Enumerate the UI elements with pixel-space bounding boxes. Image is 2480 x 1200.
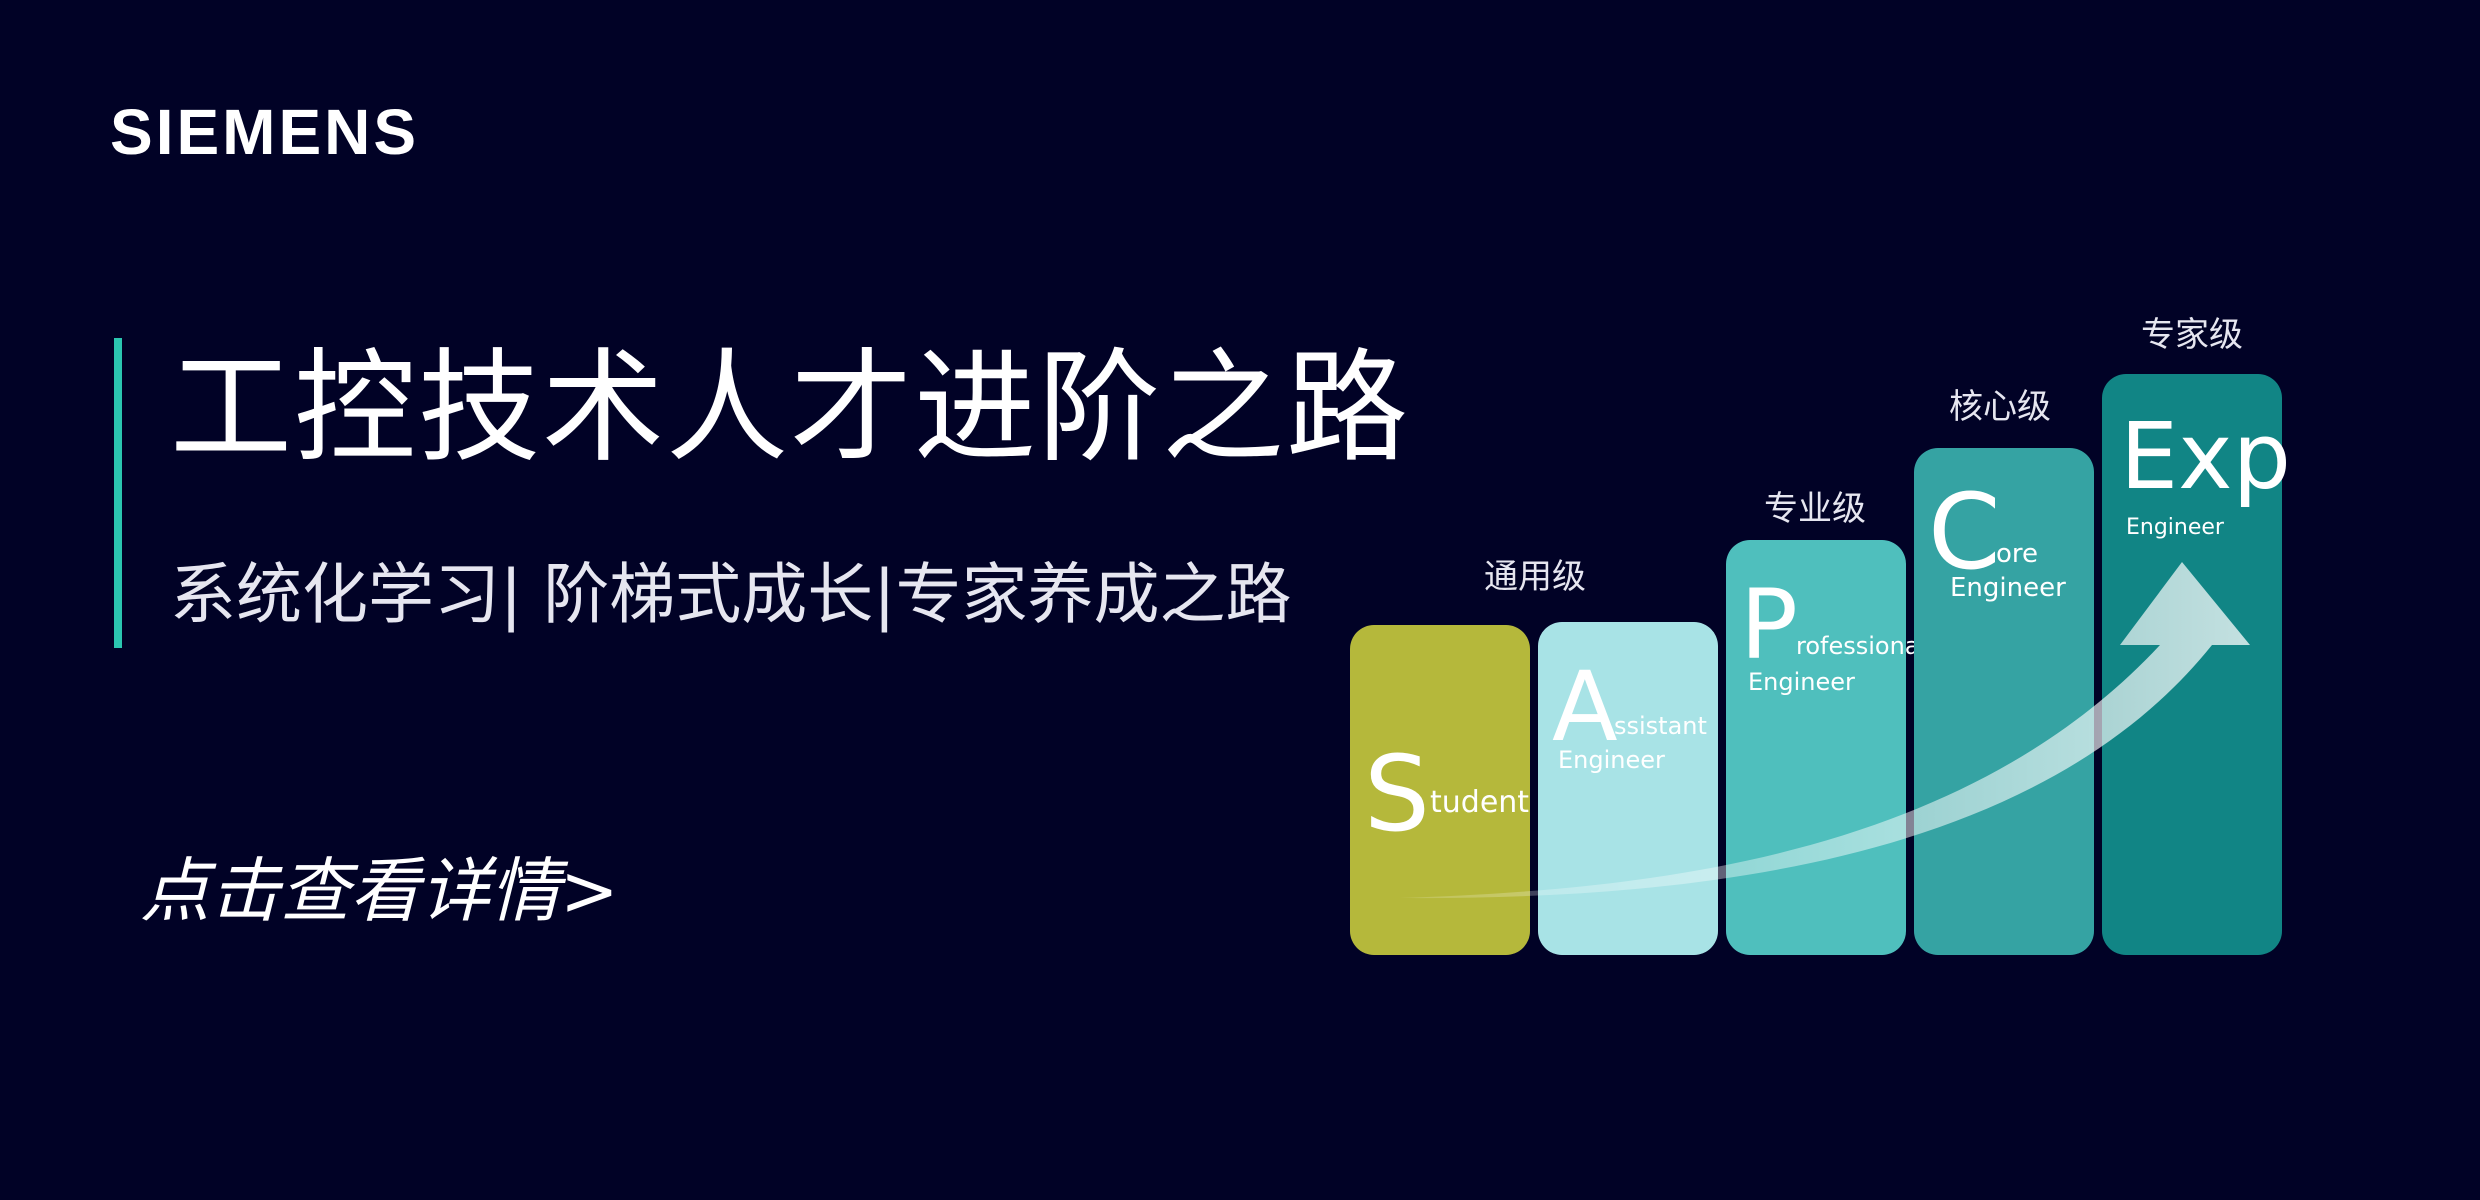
siemens-logo: SIEMENS [110,96,420,168]
ladder-step-assistant: 通用级 A ssistant Engineer [1484,557,1718,955]
growth-arrow-icon [1400,562,2250,899]
step-sub: Engineer [1558,746,1665,774]
step-rest: ore [1996,539,2038,569]
step-level: 专业级 [1764,489,1866,529]
accent-bar [114,338,122,648]
step-letter: C [1928,471,2001,593]
step-rest: ssistant [1614,712,1707,740]
step-sub: Engineer [2126,515,2225,540]
step-rest: tudent [1430,785,1529,820]
step-level: 通用级 [1484,557,1586,597]
page-subtitle: 系统化学习| 阶梯式成长|专家养成之路 [170,556,1292,633]
step-sub: Engineer [1950,573,2066,603]
page-title: 工控技术人才进阶之路 [170,337,1410,479]
step-level: 专家级 [2141,315,2243,355]
ladder-step-professional: 专业级 P rofessional Engineer [1726,489,1926,955]
ladder-step-core: 核心级 C ore Engineer [1914,387,2094,955]
career-ladder-graphic: S tudent 通用级 A ssistant Engineer 专业级 P r… [1350,315,2291,955]
step-letter: S [1364,733,1430,855]
step-letter: A [1552,651,1618,763]
step-rest: rofessional [1796,632,1926,660]
view-details-link[interactable]: 点击查看详情> [140,850,619,932]
ladder-step-student: S tudent [1350,625,1530,955]
step-letter: Exp [2120,403,2291,510]
step-letter: P [1740,569,1798,681]
step-sub: Engineer [1748,668,1855,696]
step-level: 核心级 [1949,387,2051,427]
